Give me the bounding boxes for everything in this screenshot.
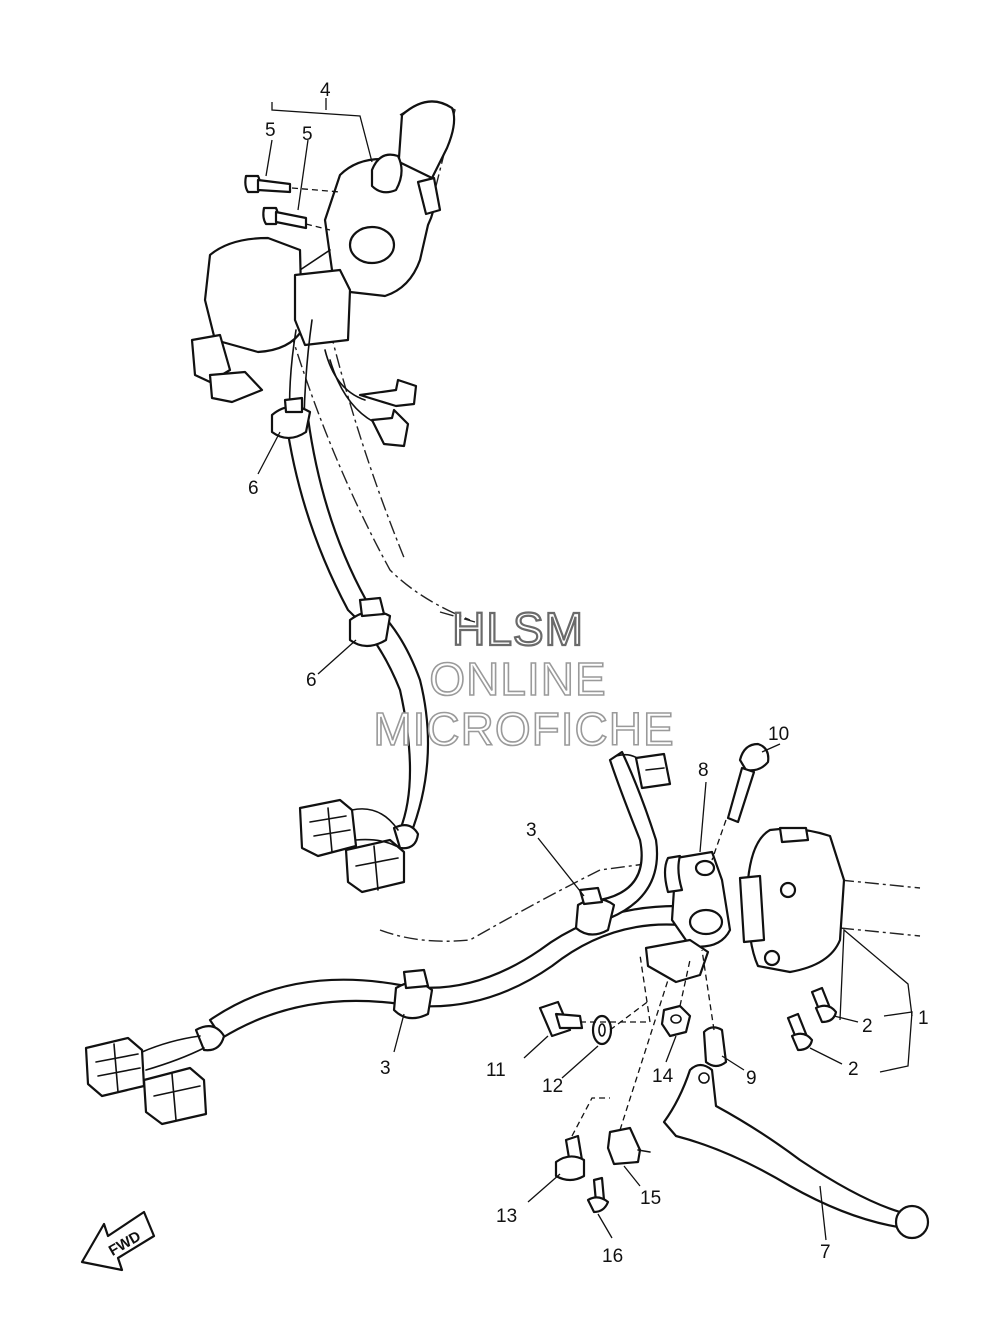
- nut-14: [660, 1004, 692, 1038]
- callout-4: 4: [320, 80, 331, 101]
- lever-bracket: [644, 850, 732, 984]
- screw-13: [554, 1134, 586, 1182]
- upper-connector-pair: [298, 798, 420, 894]
- watermark-line3: MICROFICHE: [373, 703, 674, 755]
- lower-handlebar-ghost: [379, 611, 921, 942]
- screw-5b: [262, 206, 308, 230]
- washer-12: [591, 1014, 613, 1046]
- upper-small-connectors: [358, 378, 418, 448]
- lever-7: [662, 1063, 930, 1240]
- assembly-lines: [291, 187, 727, 1137]
- switch-15: [606, 1126, 651, 1166]
- clamp-6a: [270, 396, 312, 440]
- upper-grip: [396, 100, 456, 184]
- callout-12: 12: [542, 1076, 563, 1097]
- callout-15: 15: [640, 1188, 661, 1209]
- left-switch-housing: [299, 153, 442, 298]
- lower-wire-harness: [208, 750, 682, 1040]
- fwd-arrow: FWD: [80, 1210, 156, 1272]
- right-switch-housing: [738, 826, 846, 974]
- callout-3a: 3: [526, 820, 537, 841]
- bolt-11: [538, 1000, 584, 1038]
- callout-14: 14: [652, 1066, 674, 1087]
- callout-numbers: 4 5 5 6 6 10 8 3 1 2 2 3 11 12 14 9 13 1…: [248, 80, 929, 1267]
- callout-2a: 2: [862, 1016, 873, 1037]
- watermark: HLSM ONLINE MICROFICHE: [373, 602, 675, 756]
- screw-16: [586, 1176, 610, 1214]
- lower-connector-pair: [84, 1025, 226, 1126]
- callout-16: 16: [602, 1246, 623, 1267]
- callout-11: 11: [486, 1060, 506, 1081]
- screw-2a: [810, 986, 838, 1024]
- callout-10: 10: [768, 724, 789, 745]
- clamp-3a: [574, 886, 616, 936]
- callout-8: 8: [698, 760, 709, 781]
- callout-6a: 6: [248, 478, 259, 499]
- leader-lines: [257, 98, 913, 1241]
- watermark-line2: ONLINE: [429, 653, 606, 705]
- clamp-3b: [392, 968, 434, 1020]
- callout-3b: 3: [380, 1058, 391, 1079]
- callout-13: 13: [496, 1206, 517, 1227]
- watermark-line1: HLSM: [452, 603, 584, 655]
- lower-small-connector: [634, 752, 672, 790]
- screw-5a: [244, 174, 292, 194]
- upper-relay-box: [190, 236, 352, 404]
- bolt-10: [726, 742, 770, 824]
- clamp-6b: [348, 596, 392, 648]
- screw-2b: [786, 1012, 814, 1052]
- callout-7: 7: [820, 1242, 831, 1263]
- callout-9: 9: [746, 1068, 757, 1089]
- callout-5a: 5: [265, 120, 276, 141]
- callout-5b: 5: [302, 124, 313, 145]
- callout-1: 1: [918, 1008, 929, 1029]
- collar-9: [702, 1026, 728, 1068]
- callout-2b: 2: [848, 1059, 859, 1080]
- callout-6b: 6: [306, 670, 317, 691]
